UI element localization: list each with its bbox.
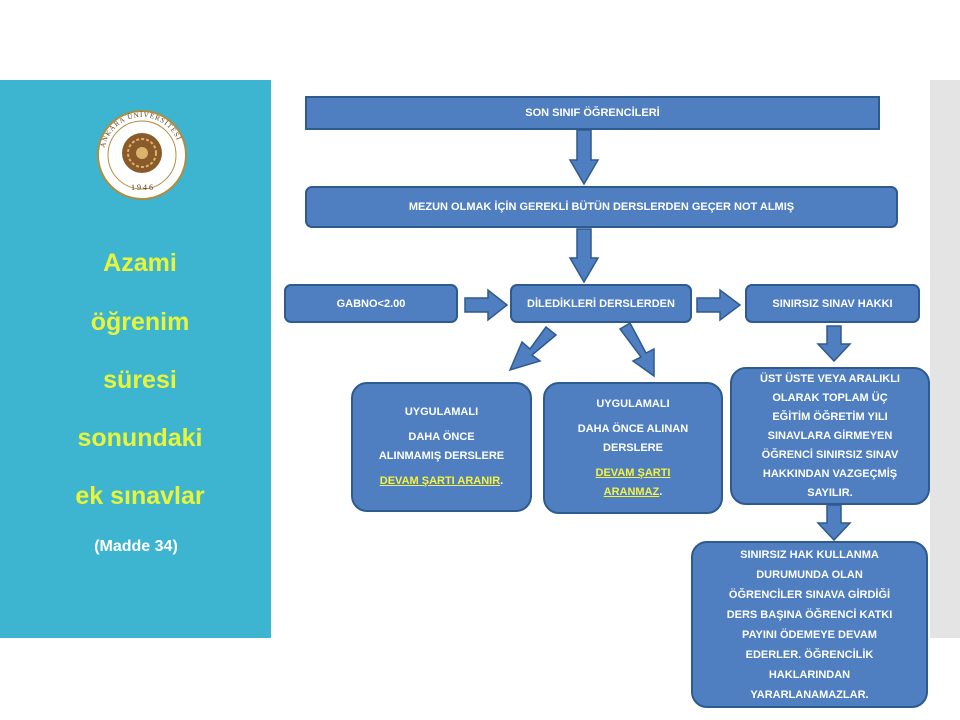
box-mid-line-3: DERSLERE xyxy=(603,441,663,454)
box-right-line-5: ÖĞRENCİ SINIRSIZ SINAV xyxy=(761,448,899,461)
box-mid-cond1-text: DEVAM ŞARTI xyxy=(595,466,671,479)
title-line-1: Azami xyxy=(103,249,177,277)
arrow-down-4 xyxy=(816,504,852,542)
arrow-diag-right xyxy=(618,321,655,378)
title-line-5: ek sınavlar xyxy=(75,482,205,510)
title-line-4: sonundaki xyxy=(77,424,203,452)
arrow-down-3 xyxy=(816,325,852,363)
box-sinirsiz-sinav: SINIRSIZ SINAV HAKKI xyxy=(745,284,920,323)
box-mid-line-1: UYGULAMALI xyxy=(596,397,670,410)
box-bottom-line-4: DERS BAŞINA ÖĞRENCİ KATKI xyxy=(726,608,893,621)
box-uygulamali-alinan: UYGULAMALI DAHA ÖNCE ALINAN DERSLERE DEV… xyxy=(543,382,723,514)
box-ust-uste: ÜST ÜSTE VEYA ARALIKLI OLARAK TOPLAM ÜÇ … xyxy=(730,367,930,505)
box-right-line-7: SAYILIR. xyxy=(807,486,853,499)
svg-text:1 9 4 6: 1 9 4 6 xyxy=(131,183,153,192)
box-mid-cond2-text: ARANMAZ xyxy=(603,485,660,498)
arrow-down-1 xyxy=(568,129,600,186)
subtitle-madde: (Madde 34) xyxy=(94,538,178,555)
box-left-condition: DEVAM ŞARTI ARANIR. xyxy=(361,472,522,491)
box-right-line-1: ÜST ÜSTE VEYA ARALIKLI xyxy=(760,372,900,385)
box-uygulamali-alinmamis: UYGULAMALI DAHA ÖNCE ALINMAMIŞ DERSLERE … xyxy=(351,382,532,512)
title-line-2: öğrenim xyxy=(90,308,190,336)
box-left-line-3: ALINMAMIŞ DERSLERE xyxy=(378,450,505,462)
right-decor-strip xyxy=(930,80,960,638)
box-left-cond-text: DEVAM ŞARTI ARANIR xyxy=(379,475,501,487)
box-left-line-1: UYGULAMALI xyxy=(404,406,479,418)
arrow-right-2 xyxy=(696,288,742,322)
box-mid-condition-1: DEVAM ŞARTI xyxy=(553,464,713,483)
arrow-down-2 xyxy=(568,228,600,284)
box-right-line-2: OLARAK TOPLAM ÜÇ xyxy=(772,391,888,404)
box-bottom-line-6: EDERLER. ÖĞRENCİLİK xyxy=(745,648,874,661)
title-line-3: süresi xyxy=(103,366,177,394)
box-bottom-line-2: DURUMUNDA OLAN xyxy=(756,568,863,581)
box-diledikleri: DİLEDİKLERİ DERSLERDEN xyxy=(510,284,692,323)
box-bottom-line-7: HAKLARINDAN xyxy=(768,668,851,681)
box-left-cond-end: . xyxy=(500,475,504,487)
university-seal-logo: ANKARA ÜNİVERSİTESİ 1 9 4 6 xyxy=(97,110,187,200)
box-sinirsiz-hak-kullanma: SINIRSIZ HAK KULLANMA DURUMUNDA OLAN ÖĞR… xyxy=(691,541,928,708)
box-right-line-6: HAKKINDAN VAZGEÇMİŞ xyxy=(762,467,898,480)
arrow-diag-left xyxy=(508,325,558,372)
box-bottom-line-5: PAYINI ÖDEMEYE DEVAM xyxy=(742,628,877,641)
box-mid-condition-2: ARANMAZ. xyxy=(553,483,713,502)
box-bottom-line-1: SINIRSIZ HAK KULLANMA xyxy=(740,548,879,561)
box-mezun: MEZUN OLMAK İÇİN GEREKLİ BÜTÜN DERSLERDE… xyxy=(305,186,898,228)
box-gabno: GABNO<2.00 xyxy=(284,284,458,323)
box-right-line-3: EĞİTİM ÖĞRETİM YILI xyxy=(772,410,888,423)
box-mid-cond-end: . xyxy=(659,485,663,498)
arrow-right-1 xyxy=(464,288,509,322)
box-bottom-line-3: ÖĞRENCİLER SINAVA GİRDİĞİ xyxy=(728,588,891,601)
box-mid-line-2: DAHA ÖNCE ALINAN xyxy=(577,422,689,435)
box-son-sinif: SON SINIF ÖĞRENCİLERİ xyxy=(305,96,880,130)
box-left-line-2: DAHA ÖNCE xyxy=(408,431,475,443)
box-bottom-line-8: YARARLANAMAZLAR. xyxy=(750,688,869,701)
box-right-line-4: SINAVLARA GİRMEYEN xyxy=(767,429,893,442)
